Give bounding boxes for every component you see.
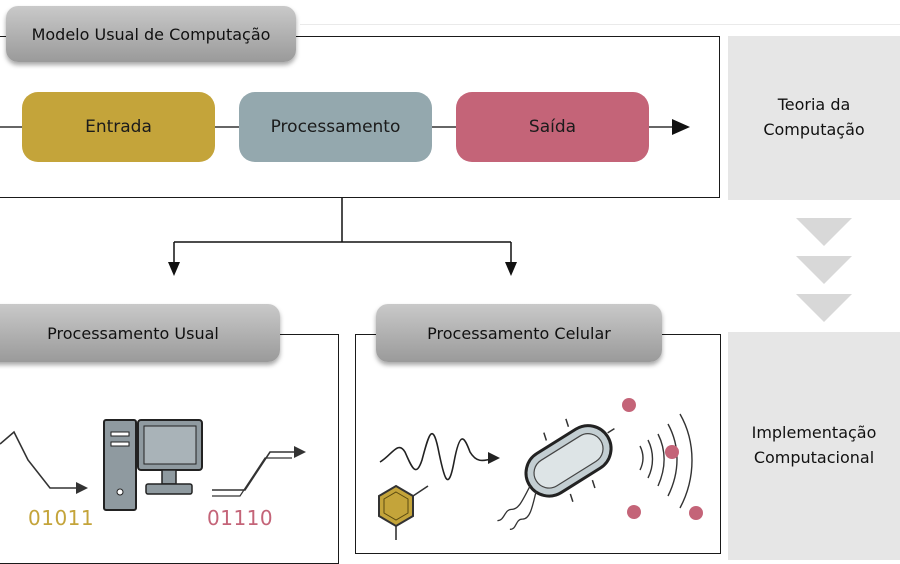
- signal-dot: [622, 398, 636, 412]
- flow-arrow-head: [672, 119, 690, 135]
- usual-model-title: Modelo Usual de Computação: [6, 6, 296, 62]
- bacterium-icon: [497, 418, 615, 530]
- cellular-processing-title-text: Processamento Celular: [427, 323, 611, 343]
- step-processamento-label: Processamento: [270, 117, 401, 137]
- output-bits: 01110: [207, 506, 274, 530]
- chevron-down-icon: [796, 294, 852, 322]
- signal-dot: [689, 506, 703, 520]
- input-signal: [0, 430, 80, 489]
- step-saida: Saída: [456, 92, 649, 162]
- implementation-box: Implementação Computacional: [728, 332, 900, 560]
- usual-processing-title: Processamento Usual: [0, 304, 280, 362]
- computer-icon: [103, 419, 203, 511]
- step-entrada-label: Entrada: [85, 117, 152, 137]
- input-bits: 01011: [28, 506, 95, 530]
- chevron-down-icon: [796, 218, 852, 246]
- branch-right-arrow: [505, 262, 517, 276]
- top-divider: [300, 24, 900, 25]
- theory-box: Teoria da Computação: [728, 36, 900, 200]
- signal-waves: [639, 413, 693, 509]
- theory-text: Teoria da Computação: [763, 95, 865, 139]
- input-signal-arrow: [76, 482, 88, 494]
- usual-model-title-text: Modelo Usual de Computação: [31, 24, 271, 44]
- output-signal-arrow: [294, 446, 306, 458]
- implementation-text: Implementação Computacional: [751, 423, 877, 467]
- branch-left-arrow: [168, 262, 180, 276]
- output-signal: [212, 451, 300, 491]
- signal-dot: [665, 445, 679, 459]
- step-entrada: Entrada: [22, 92, 215, 162]
- cellular-processing-title: Processamento Celular: [376, 304, 662, 362]
- step-saida-label: Saída: [528, 117, 577, 137]
- usual-processing-title-text: Processamento Usual: [47, 323, 219, 343]
- signal-dot: [627, 505, 641, 519]
- wave-signal: [379, 432, 495, 481]
- chevron-down-icon: [796, 256, 852, 284]
- molecule-icon: [378, 484, 429, 540]
- step-processamento: Processamento: [239, 92, 432, 162]
- wave-signal-arrow: [488, 452, 500, 464]
